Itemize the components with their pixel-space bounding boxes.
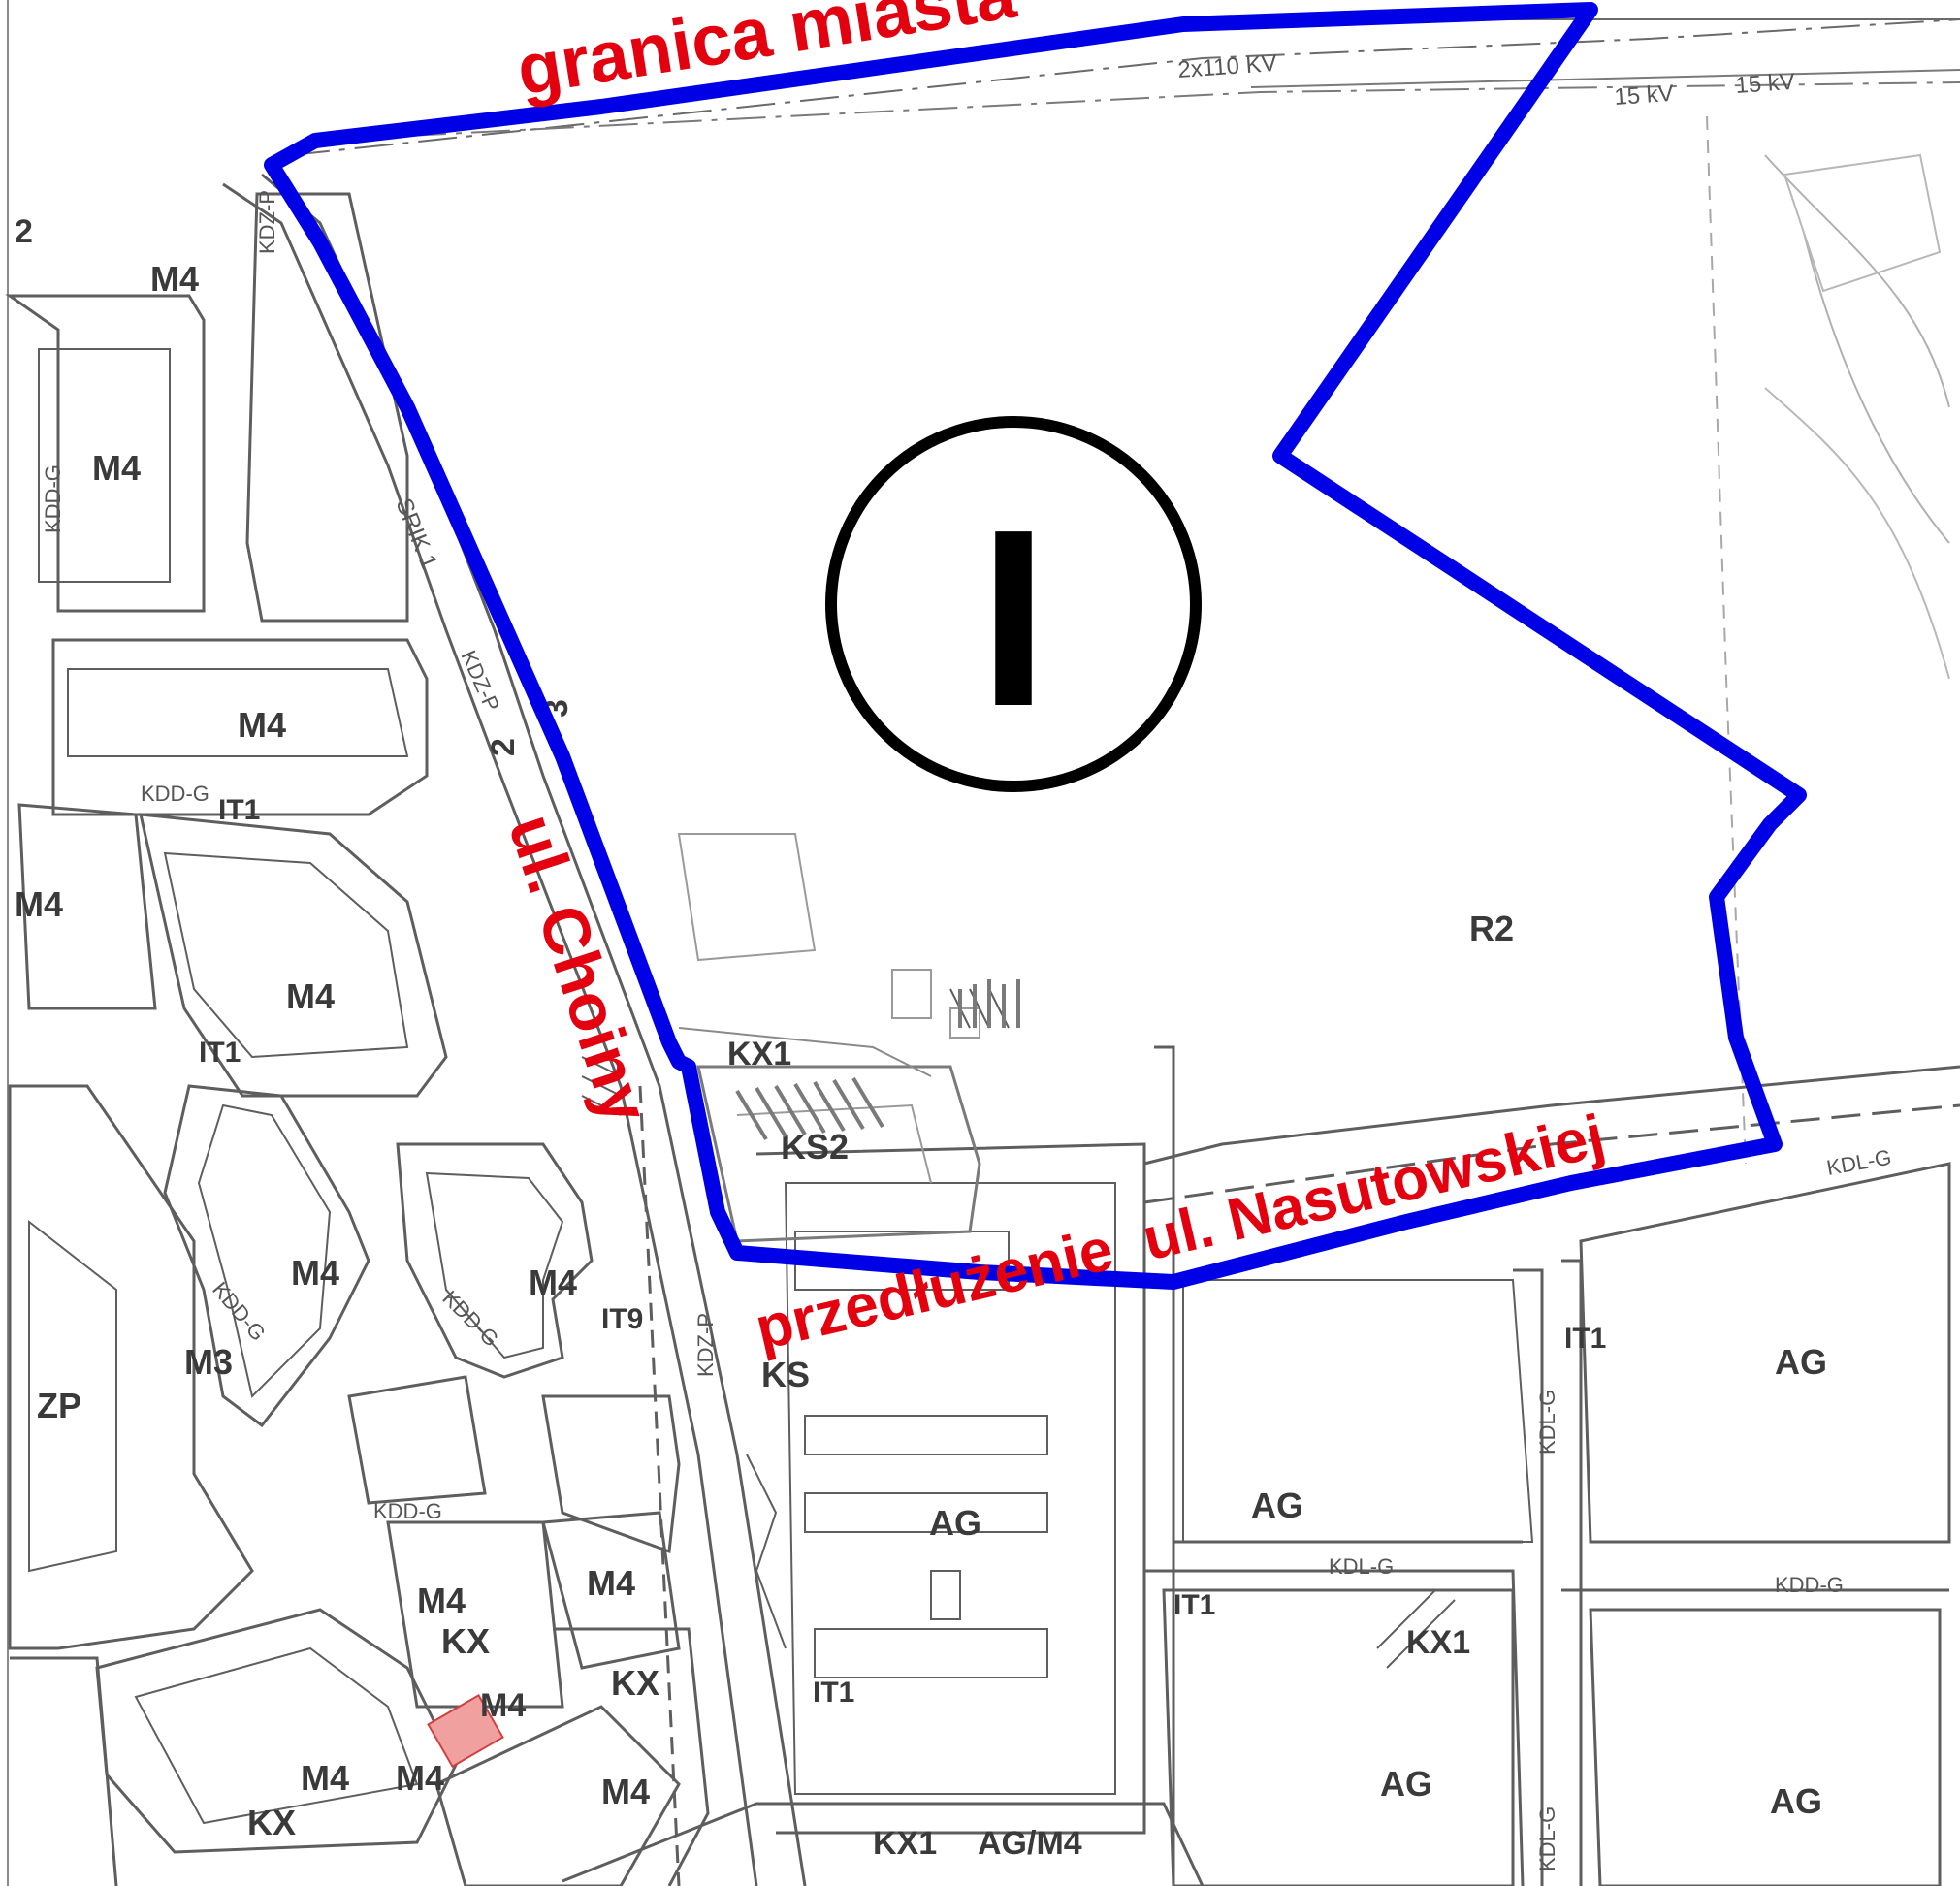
zone-label: M4 — [301, 1758, 349, 1798]
zone-label: AG — [1775, 1342, 1827, 1382]
zone-label: M4 — [150, 259, 199, 299]
zone-label: AG — [1770, 1781, 1822, 1821]
zone-label: IT1 — [813, 1677, 854, 1709]
zone-label: M4 — [291, 1253, 339, 1293]
zone-label: 2 — [15, 213, 33, 250]
zone-label: KDL-G — [1535, 1390, 1559, 1454]
zone-label: M4 — [92, 448, 141, 488]
zone-label: IT1 — [199, 1037, 241, 1069]
zone-label: IT9 — [601, 1303, 643, 1335]
zone-label: ZP — [37, 1386, 81, 1425]
zone-label: KDL-G — [1535, 1806, 1559, 1871]
zone-label: M4 — [15, 884, 63, 924]
zone-label: 15 kV — [1735, 69, 1796, 99]
zone-label: R2 — [1469, 909, 1514, 948]
zone-label: AG/M4 — [978, 1825, 1082, 1862]
zone-label: KDD-G — [373, 1499, 442, 1523]
zone-label: KDD-G — [141, 782, 209, 806]
zone-label: 15 kV — [1614, 80, 1675, 111]
zone-label: M4 — [480, 1687, 526, 1724]
zone-label: M4 — [587, 1563, 635, 1603]
zone-label: 2 — [485, 738, 522, 756]
zone-label: KX1 — [873, 1825, 937, 1862]
zone-label: KS — [761, 1355, 810, 1394]
plan-area-boundary — [264, 2, 1807, 1290]
zone-label: KS2 — [781, 1127, 849, 1167]
hatched-plot — [427, 1693, 504, 1769]
zone-label: KDD-G — [41, 464, 65, 533]
zone-label: KDL-G — [1329, 1554, 1394, 1579]
zone-label: KX — [611, 1663, 659, 1703]
zone-label: KDD-G — [1775, 1573, 1844, 1597]
zone-label: M4 — [601, 1772, 650, 1811]
zone-label: M4 — [396, 1758, 444, 1798]
area-marker-label: I — [979, 478, 1048, 759]
zone-label: KX1 — [727, 1036, 791, 1072]
cadastral-linework — [5, 18, 1960, 1886]
zone-label: M4 — [529, 1263, 577, 1302]
zone-label: AG — [929, 1503, 981, 1543]
area-marker: I — [825, 416, 1202, 792]
zone-label: KX1 — [1406, 1624, 1470, 1661]
zone-label: IT1 — [218, 794, 260, 826]
zone-label: KDZ-P — [693, 1313, 718, 1377]
zone-label: KX — [247, 1803, 296, 1842]
zone-label: M4 — [417, 1581, 466, 1620]
parking-stalls — [735, 979, 1020, 1141]
zone-label: M4 — [286, 976, 335, 1016]
area-marker-circle — [825, 416, 1202, 792]
zone-label: M4 — [238, 705, 286, 745]
zone-label: KDZ-P — [255, 190, 279, 254]
zone-label: M3 — [184, 1342, 233, 1382]
zone-label: AG — [1380, 1764, 1432, 1804]
zone-label: AG — [1251, 1486, 1303, 1525]
zone-label: IT1 — [1173, 1589, 1215, 1621]
zone-label: KX — [441, 1621, 490, 1661]
zone-label: IT1 — [1564, 1323, 1606, 1355]
